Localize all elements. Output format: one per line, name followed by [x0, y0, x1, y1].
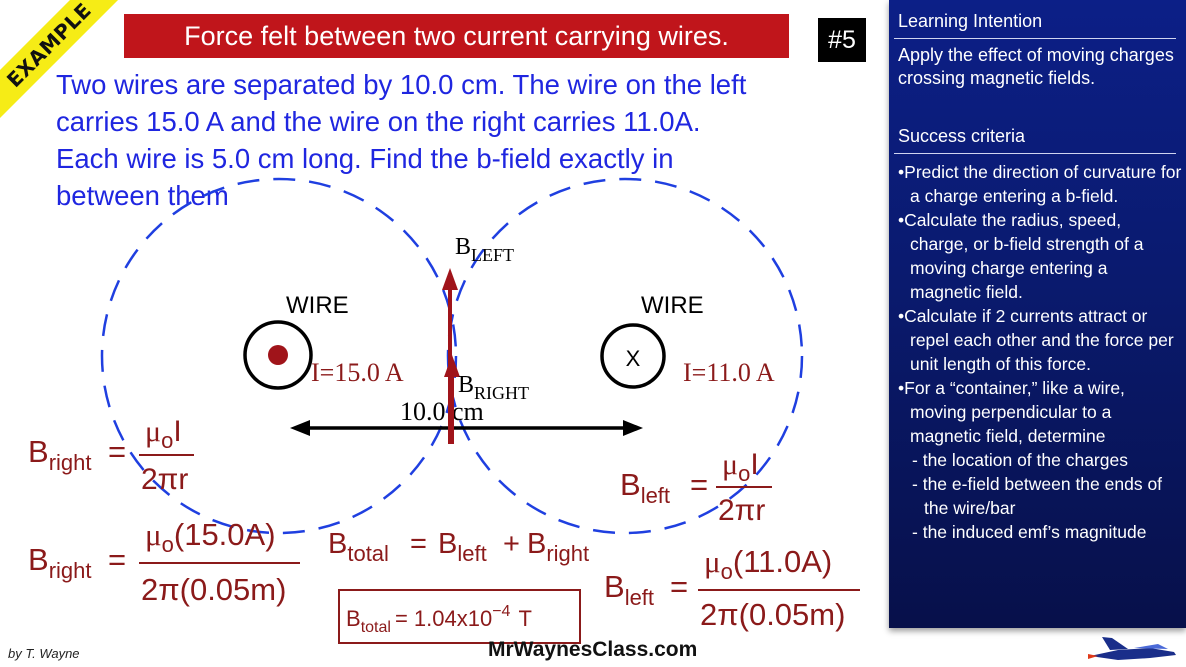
- problem-line-1: Two wires are separated by 10.0 cm. The …: [56, 69, 747, 100]
- svg-text:Bleft: Bleft: [620, 467, 670, 508]
- svg-text:+: +: [503, 528, 520, 560]
- svg-text:Bleft: Bleft: [604, 569, 654, 610]
- left-field-circle: [100, 177, 458, 535]
- b-right-arrow: [444, 355, 460, 444]
- criteria-item: •Calculate the radius, speed, charge, or…: [898, 210, 1144, 302]
- panel-divider: [894, 38, 1176, 39]
- current-out-dot-icon: [268, 345, 288, 365]
- sub-criteria-item: - the induced emf’s magnitude: [912, 522, 1147, 542]
- learning-intention-text: Apply the effect of moving charges cross…: [898, 45, 1174, 88]
- equation-b-left-general: Bleft = μoI 2πr: [620, 448, 772, 527]
- distance-label: 10.0 cm: [400, 397, 484, 426]
- site-link[interactable]: MrWaynesClass.com: [488, 638, 698, 661]
- problem-line-3: Each wire is 5.0 cm long. Find the b-fie…: [56, 143, 674, 174]
- svg-text:μoI: μoI: [722, 448, 759, 486]
- right-wire-label: WIRE: [641, 292, 704, 319]
- success-criteria-list: •Predict the direction of curvature for …: [898, 160, 1182, 544]
- slide-title: Force felt between two current carrying …: [124, 14, 789, 58]
- svg-text:=: =: [670, 569, 688, 604]
- svg-text:=: =: [108, 434, 126, 469]
- equation-b-right-general: Bright = μoI 2πr: [28, 415, 194, 496]
- svg-text:μo(15.0A): μo(15.0A): [145, 517, 276, 557]
- problem-statement: Two wires are separated by 10.0 cm. The …: [56, 66, 856, 214]
- left-wire: [243, 320, 313, 390]
- sub-criteria-item: - the location of the charges: [912, 450, 1128, 470]
- b-right-label: BRIGHT: [458, 372, 529, 403]
- criteria-item: •Calculate if 2 currents attract or repe…: [898, 306, 1174, 374]
- panel-divider: [894, 153, 1176, 154]
- success-criteria-heading: Success criteria: [898, 126, 1026, 146]
- b-left-label: BLEFT: [455, 234, 514, 265]
- sub-criteria-item: - the e-field between the ends of the wi…: [912, 474, 1163, 518]
- svg-text:=: =: [108, 542, 126, 577]
- equation-b-right-substituted: Bright = μo(15.0A) 2π(0.05m): [28, 517, 300, 607]
- criteria-item: •For a “container,” like a wire, moving …: [898, 378, 1125, 446]
- svg-text:Bright: Bright: [28, 542, 91, 583]
- svg-text:2πr: 2πr: [141, 463, 188, 496]
- right-wire: X: [600, 323, 666, 389]
- criteria-item: •Predict the direction of curvature for …: [898, 162, 1182, 206]
- svg-text:2π(0.05m): 2π(0.05m): [141, 572, 286, 607]
- problem-line-4: between them: [56, 180, 229, 211]
- svg-text:μo(11.0A): μo(11.0A): [704, 544, 832, 584]
- svg-text:2πr: 2πr: [718, 494, 765, 527]
- left-current-label: I=15.0 A: [311, 358, 404, 387]
- svg-text:Bright: Bright: [28, 434, 91, 475]
- current-in-x-icon: X: [626, 346, 641, 371]
- right-current-label: I=11.0 A: [683, 358, 775, 387]
- svg-text:=: =: [690, 467, 708, 502]
- svg-text:Bleft: Bleft: [438, 528, 487, 566]
- equation-b-left-substituted: Bleft = μo(11.0A) 2π(0.05m): [604, 544, 860, 632]
- learning-panel: Learning Intention Apply the effect of m…: [889, 0, 1186, 628]
- jet-logo-icon: [1088, 637, 1176, 660]
- slide-number: #5: [818, 18, 866, 62]
- problem-line-2: carries 15.0 A and the wire on the right…: [56, 106, 701, 137]
- svg-text:Bright: Bright: [527, 528, 589, 566]
- author-credit: by T. Wayne: [8, 646, 80, 661]
- right-wire-circle: [600, 323, 666, 389]
- equation-b-total-sum: Btotal = Bleft + Bright: [328, 528, 589, 566]
- svg-text:2π(0.05m): 2π(0.05m): [700, 597, 845, 632]
- svg-text:Btotal: Btotal: [328, 528, 389, 566]
- svg-text:=: =: [410, 528, 427, 560]
- left-wire-label: WIRE: [286, 292, 349, 319]
- svg-text:μoI: μoI: [145, 415, 182, 453]
- distance-arrow: [290, 420, 643, 436]
- learning-intention-heading: Learning Intention: [898, 11, 1043, 31]
- physics-diagram: WIRE X WIRE I=15.0 A I=11.0 A 10.0 cm BL…: [28, 177, 860, 644]
